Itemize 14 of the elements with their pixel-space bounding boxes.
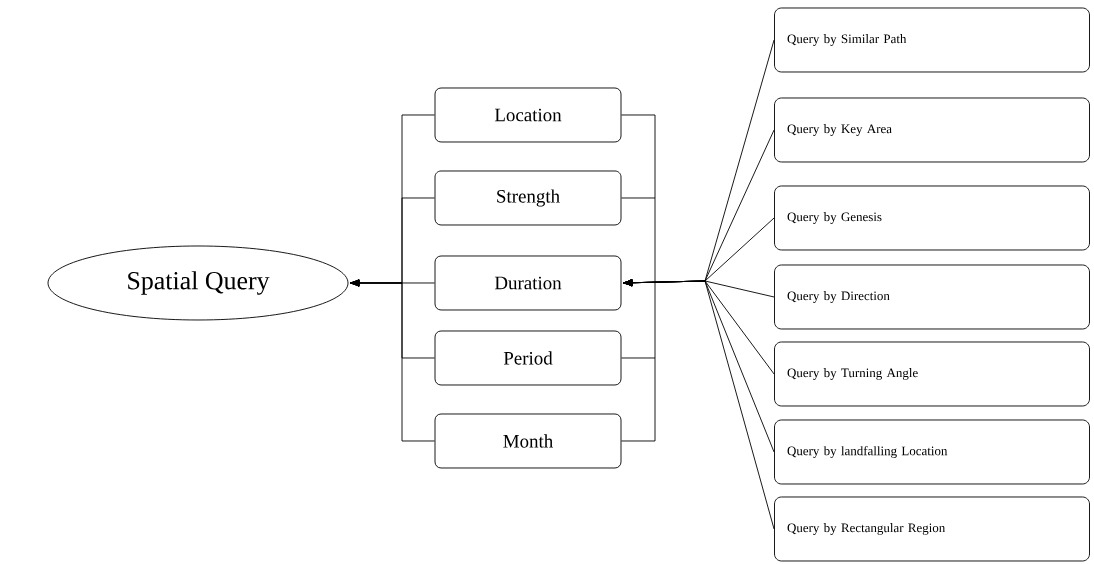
- query-box: Query by landfalling Location: [774, 419, 1090, 485]
- query-box: Query by Rectangular Region: [774, 496, 1090, 562]
- attribute-box: Duration: [434, 255, 622, 311]
- query-box: Query by Similar Path: [774, 7, 1090, 73]
- query-box: Query by Turning Angle: [774, 341, 1090, 407]
- connector-arrow: [349, 279, 435, 442]
- connector-arrow: [622, 279, 775, 530]
- query-box: Query by Genesis: [774, 185, 1090, 251]
- attribute-box: Location: [434, 87, 622, 143]
- query-box: Query by Direction: [774, 264, 1090, 330]
- attribute-box: Strength: [434, 170, 622, 226]
- attribute-box: Month: [434, 413, 622, 469]
- attribute-box: Period: [434, 330, 622, 386]
- query-box: Query by Key Area: [774, 97, 1090, 163]
